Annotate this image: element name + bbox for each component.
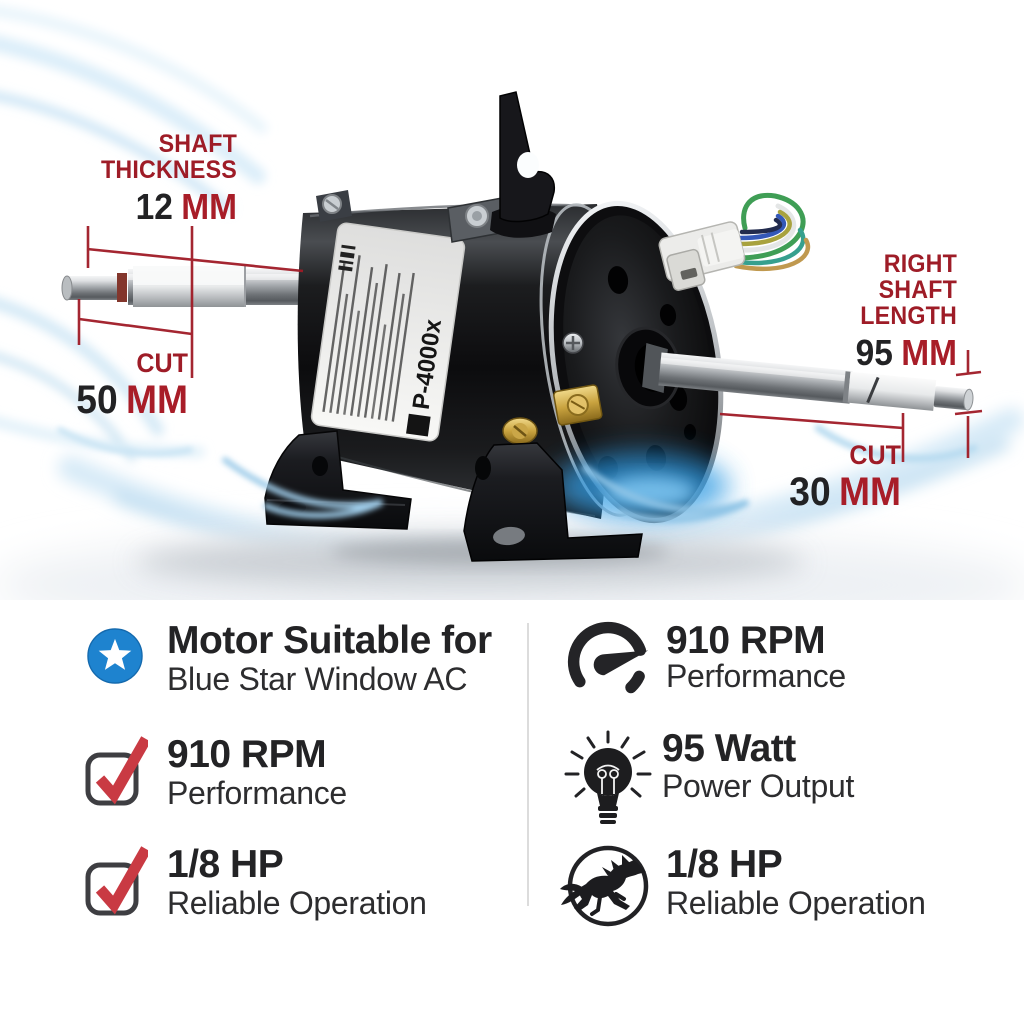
left-shaft	[61, 266, 310, 307]
lightbulb-icon	[564, 730, 652, 824]
feature-subtitle: Reliable Operation	[167, 885, 427, 921]
brass-terminal	[553, 384, 603, 426]
right-shaft	[642, 343, 974, 411]
annotation-label: SHAFT LENGTH	[860, 276, 957, 330]
airflow-wisps	[57, 424, 978, 523]
speedometer-icon	[567, 621, 649, 694]
feature-subtitle: Reliable Operation	[666, 885, 926, 921]
annotation-label: RIGHT	[883, 250, 957, 278]
motor-illustration: P-4000x	[0, 6, 1024, 600]
column-divider	[527, 623, 529, 906]
feature-title: 910 RPM	[666, 619, 826, 662]
wires	[733, 192, 810, 272]
feature-title: Motor Suitable for	[167, 619, 492, 662]
blue-star-badge-icon	[87, 628, 143, 684]
brass-oval-fitting	[502, 417, 538, 445]
feature-title: 1/8 HP	[666, 843, 783, 886]
feature-subtitle: Blue Star Window AC	[167, 661, 468, 697]
wire-connector	[658, 221, 746, 291]
feature-title: 95 Watt	[662, 727, 796, 770]
feature-title: 1/8 HP	[167, 843, 284, 886]
top-mounting-bracket	[316, 91, 556, 243]
motor-spec-label: P-4000x	[310, 222, 466, 442]
red-checkbox-icon	[85, 846, 148, 916]
dimension-lines	[77, 226, 983, 462]
feature-subtitle: Performance	[666, 658, 846, 694]
feature-subtitle: Power Output	[662, 768, 855, 804]
horse-icon	[560, 845, 649, 927]
annotation-label: CUT	[136, 348, 188, 378]
feature-title: 910 RPM	[167, 733, 327, 776]
red-checkbox-icon	[85, 736, 148, 806]
annotation-label: THICKNESS	[100, 156, 237, 184]
feature-subtitle: Performance	[167, 775, 347, 811]
airflow-glow	[554, 452, 730, 520]
annotation-label: CUT	[849, 440, 901, 470]
annotation-label: SHAFT	[158, 130, 237, 158]
